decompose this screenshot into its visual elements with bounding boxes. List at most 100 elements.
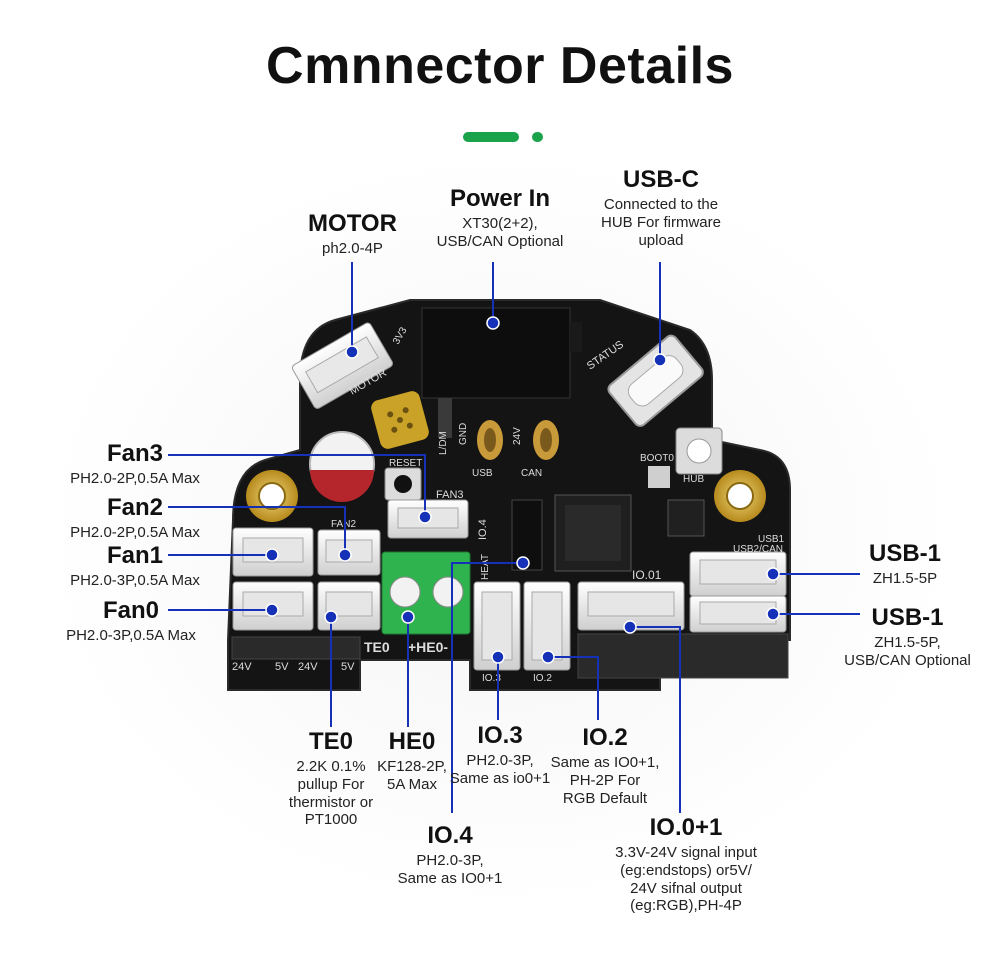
label-te0-title: TE0	[308, 728, 353, 755]
label-fan2-desc: PH2.0-2P,0.5A Max	[70, 524, 200, 542]
mcu-chip	[554, 494, 632, 572]
secondary-chip	[667, 499, 705, 537]
label-te0-desc4: PT1000	[304, 811, 358, 829]
label-he0-desc2: 5A Max	[386, 776, 438, 793]
silk-fan2: FAN2	[331, 519, 356, 530]
silk-io01: IO.01	[632, 568, 662, 582]
label-power-desc1: XT30(2+2),	[462, 215, 538, 233]
label-io2-desc1: Same as IO0+1,	[550, 754, 660, 772]
label-io4: IO.4 PH2.0-3P, Same as IO0+1	[388, 822, 512, 888]
label-io2-title: IO.2	[582, 724, 628, 751]
label-usb1-bottom: USB-1 ZH1.5-5P, USB/CAN Optional	[835, 604, 980, 670]
label-io3-desc2: Same as io0+1	[449, 770, 551, 787]
label-fan0-title: Fan0	[102, 597, 159, 624]
label-fan3-title: Fan3	[106, 440, 163, 467]
label-io01: IO.0+1 3.3V-24V signal input (eg:endstop…	[598, 814, 774, 915]
label-io4-desc2: Same as IO0+1	[397, 870, 503, 887]
label-io01-desc3: 24V sifnal output	[630, 879, 742, 897]
silk-usb: USB	[472, 468, 493, 479]
mounting-hole-right	[714, 470, 766, 522]
silk-usb2can: USB2/CAN	[733, 544, 783, 555]
capacitor	[309, 431, 375, 502]
silk-io3: IO.3	[482, 673, 501, 684]
label-io2-desc2: PH-2P For	[569, 772, 641, 789]
label-io4-title: IO.4	[427, 822, 473, 849]
label-io01-title: IO.0+1	[649, 814, 723, 841]
label-io3-title: IO.3	[477, 722, 523, 749]
silk-boot0: BOOT0	[640, 453, 674, 464]
label-he0: HE0 KF128-2P, 5A Max	[364, 728, 460, 794]
silk-5v-a: 5V	[275, 661, 289, 673]
te0-connector	[317, 581, 381, 631]
silk-can: CAN	[521, 468, 542, 479]
silk-io2: IO.2	[533, 673, 552, 684]
boot-button	[675, 427, 723, 475]
label-power-in: Power In XT30(2+2), USB/CAN Optional	[410, 185, 590, 251]
silk-5v-b: 5V	[341, 661, 355, 673]
label-io4-desc1: PH2.0-3P,	[416, 852, 484, 870]
label-fan3: Fan3 PH2.0-2P,0.5A Max	[40, 440, 230, 488]
label-usb1-bottom-desc1: ZH1.5-5P,	[874, 634, 941, 652]
label-fan1-title: Fan1	[106, 542, 163, 569]
label-usbc-title: USB-C	[623, 166, 699, 193]
silk-io4: IO.4	[477, 519, 489, 540]
pin-header-left	[231, 636, 361, 660]
label-te0-desc1: 2.2K 0.1%	[296, 758, 366, 776]
label-he0-title: HE0	[388, 728, 436, 755]
silk-he0: +HE0-	[408, 639, 448, 655]
page-title: Cmnnector Details	[266, 37, 734, 95]
label-usb1-bottom-title: USB-1	[871, 604, 944, 631]
motor-connector	[291, 322, 394, 409]
label-he0-desc1: KF128-2P,	[377, 758, 447, 776]
label-io3-desc1: PH2.0-3P,	[466, 752, 534, 770]
reset-button	[384, 467, 422, 501]
label-power-title: Power In	[449, 185, 551, 212]
io01-connector	[577, 581, 685, 631]
label-te0: TE0 2.2K 0.1% pullup For thermistor or P…	[268, 728, 394, 829]
usb1-connector-bottom	[689, 595, 787, 633]
label-usb1-top: USB-1 ZH1.5-5P	[840, 540, 970, 588]
silk-24v: 24V	[512, 427, 523, 445]
silk-ldm: L/DM	[438, 431, 449, 455]
he0-terminal	[381, 551, 471, 635]
label-fan2: Fan2 PH2.0-2P,0.5A Max	[40, 494, 230, 542]
label-fan3-desc: PH2.0-2P,0.5A Max	[70, 470, 200, 488]
silk-te0: TE0	[364, 639, 390, 655]
label-fan1: Fan1 PH2.0-3P,0.5A Max	[40, 542, 230, 590]
label-usb1-bottom-desc2: USB/CAN Optional	[844, 652, 971, 669]
silk-gnd: GND	[458, 423, 469, 445]
label-fan1-desc: PH2.0-3P,0.5A Max	[70, 572, 200, 590]
crystal	[648, 466, 670, 488]
label-fan0: Fan0 PH2.0-3P,0.5A Max	[36, 597, 226, 645]
title-underline-bar	[463, 132, 519, 142]
label-io3: IO.3 PH2.0-3P, Same as io0+1	[440, 722, 560, 788]
label-io2-desc3: RGB Default	[562, 789, 648, 807]
label-usb1-top-title: USB-1	[868, 540, 941, 567]
label-power-desc2: USB/CAN Optional	[436, 233, 564, 250]
label-io2: IO.2 Same as IO0+1, PH-2P For RGB Defaul…	[545, 724, 665, 807]
label-motor: MOTOR ph2.0-4P	[280, 210, 425, 258]
label-usb1-top-desc: ZH1.5-5P	[872, 570, 938, 588]
title-underline-dot	[532, 132, 543, 142]
pin-header-right	[577, 633, 789, 679]
leader-dots	[265, 316, 780, 664]
label-usbc-desc1: Connected to the	[603, 196, 719, 214]
mounting-hole-left	[246, 470, 298, 522]
io2-connector	[523, 581, 571, 671]
label-io01-desc4: (eg:RGB),PH-4P	[630, 897, 742, 915]
label-fan0-desc: PH2.0-3P,0.5A Max	[66, 627, 196, 645]
silk-usb1: USB1	[758, 534, 785, 545]
label-te0-desc3: thermistor or	[288, 793, 374, 811]
label-usbc-desc3: upload	[638, 231, 684, 249]
silk-hub: HUB	[683, 474, 704, 485]
label-io01-desc2: (eg:endstops) or5V/	[620, 862, 752, 879]
label-motor-desc: ph2.0-4P	[322, 240, 383, 258]
usb-c-connector	[607, 334, 704, 427]
io3-connector	[473, 581, 521, 671]
silk-fan3: FAN3	[436, 489, 464, 501]
label-usb-c: USB-C Connected to the HUB For firmware …	[586, 166, 736, 249]
label-fan2-title: Fan2	[106, 494, 163, 521]
label-te0-desc2: pullup For	[297, 776, 365, 793]
buzzer-pad	[371, 391, 429, 449]
